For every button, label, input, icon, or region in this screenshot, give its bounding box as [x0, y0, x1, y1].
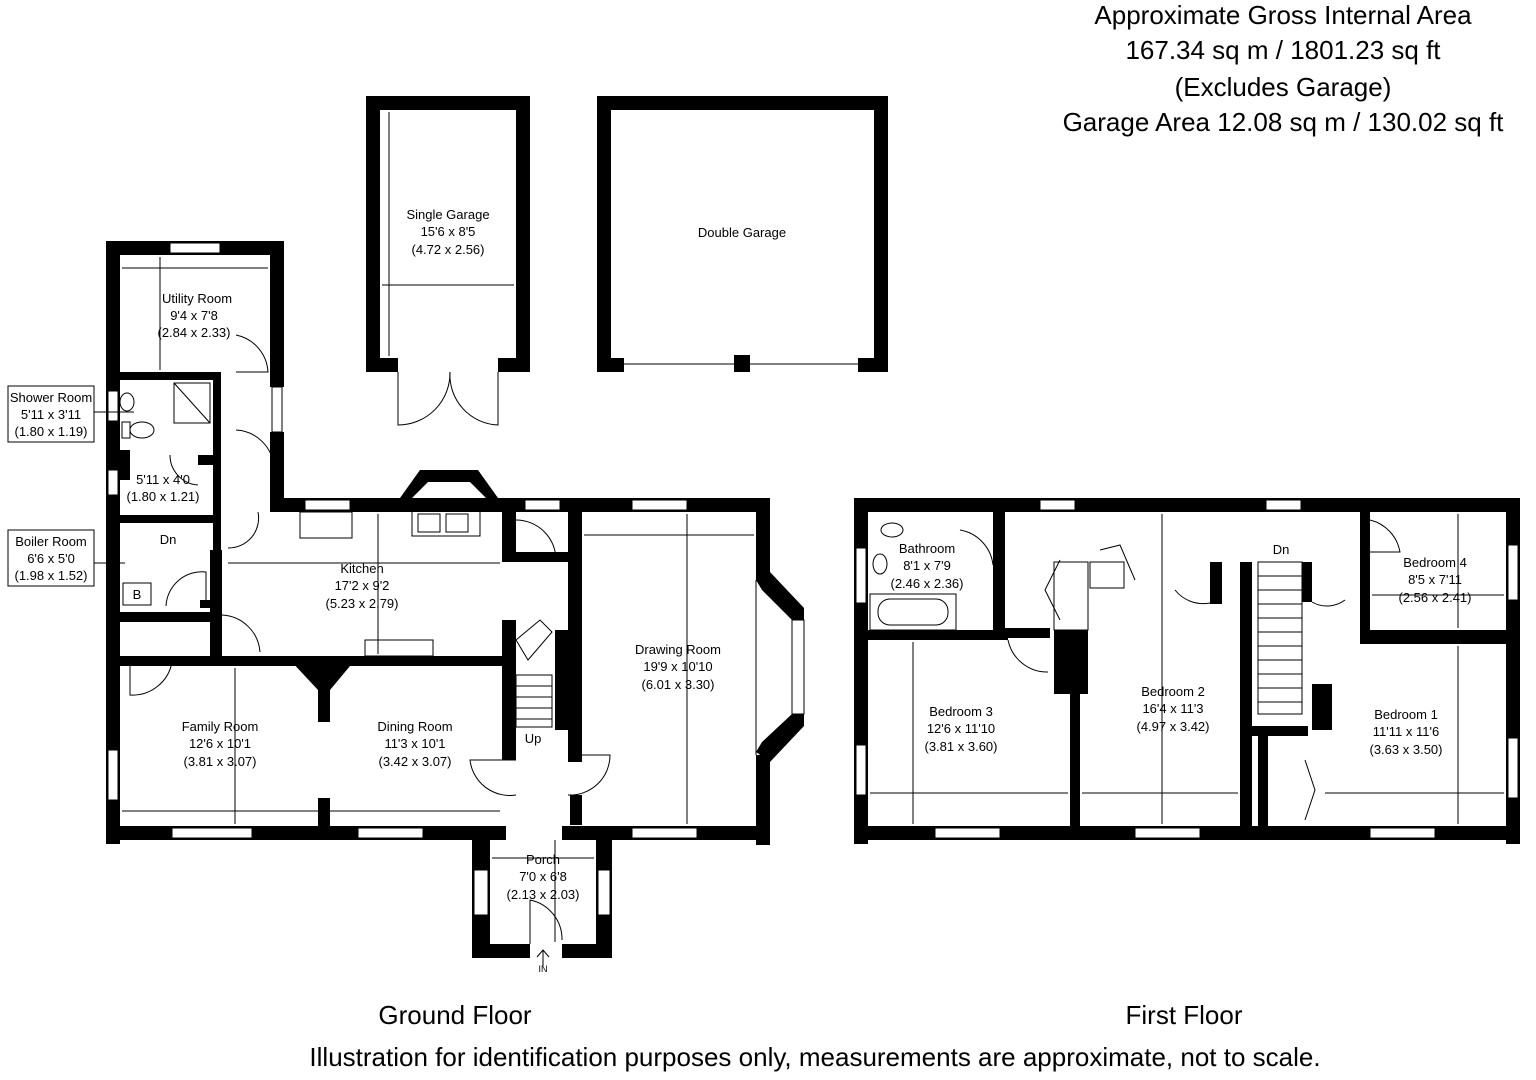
area-line-4: Garage Area 12.08 sq m / 130.02 sq ft	[1063, 107, 1505, 137]
shower-room-imperial: 5'11 x 3'11	[21, 407, 81, 422]
bedroom-4-metric: (2.56 x 2.41)	[1399, 590, 1472, 605]
double-garage	[597, 96, 888, 372]
disclaimer: Illustration for identification purposes…	[309, 1042, 1320, 1072]
drawing-room-name: Drawing Room	[635, 642, 721, 657]
stairs-up-label: Up	[525, 731, 542, 746]
family-room-imperial: 12'6 x 10'1	[189, 736, 251, 751]
kitchen-name: Kitchen	[340, 561, 383, 576]
utility-room-name: Utility Room	[162, 291, 232, 306]
single-garage-metric: (4.72 x 2.56)	[412, 242, 485, 257]
bathroom-imperial: 8'1 x 7'9	[903, 558, 951, 573]
boiler-label: B	[133, 587, 142, 602]
single-garage	[366, 96, 530, 426]
single-garage-imperial: 15'6 x 8'5	[421, 224, 476, 239]
stairs-down-label: Dn	[160, 532, 177, 547]
first-floor	[854, 498, 1520, 844]
family-room-name: Family Room	[182, 719, 259, 734]
lobby-imperial: 5'11 x 4'0	[136, 472, 190, 487]
bedroom-1-imperial: 11'11 x 11'6	[1373, 724, 1439, 739]
double-garage-name: Double Garage	[698, 225, 786, 240]
entrance-arrow-icon: IN	[536, 949, 550, 974]
bathroom-name: Bathroom	[899, 541, 955, 556]
area-line-2: 167.34 sq m / 1801.23 sq ft	[1125, 35, 1441, 65]
first-floor-title: First Floor	[1126, 1000, 1243, 1030]
bedroom-3-metric: (3.81 x 3.60)	[925, 739, 998, 754]
single-garage-name: Single Garage	[406, 207, 489, 222]
ground-floor-title: Ground Floor	[378, 1000, 532, 1030]
bedroom-4-imperial: 8'5 x 7'11	[1408, 572, 1462, 587]
bedroom-3-imperial: 12'6 x 11'10	[927, 721, 995, 736]
entrance-label: IN	[539, 964, 548, 974]
dining-room-imperial: 11'3 x 10'1	[384, 736, 445, 751]
shower-room-name: Shower Room	[10, 390, 92, 405]
bedroom-4-name: Bedroom 4	[1403, 555, 1467, 570]
drawing-room-imperial: 19'9 x 10'10	[643, 659, 712, 674]
bedroom-1-name: Bedroom 1	[1374, 707, 1438, 722]
ground-floor	[106, 241, 805, 958]
bedroom-2-name: Bedroom 2	[1141, 684, 1205, 699]
boiler-room-callout: Boiler Room 6'6 x 5'0 (1.98 x 1.52)	[7, 529, 125, 587]
bedroom-2-imperial: 16'4 x 11'3	[1142, 701, 1203, 716]
family-room-metric: (3.81 x 3.07)	[184, 754, 257, 769]
dining-room-metric: (3.42 x 3.07)	[379, 754, 452, 769]
area-line-3: (Excludes Garage)	[1175, 72, 1392, 102]
room-labels: Single Garage 15'6 x 8'5 (4.72 x 2.56) D…	[127, 207, 1472, 902]
bedroom-3-name: Bedroom 3	[929, 704, 993, 719]
utility-room-metric: (2.84 x 2.33)	[158, 325, 231, 340]
bedroom-1-metric: (3.63 x 3.50)	[1370, 742, 1443, 757]
boiler-room-imperial: 6'6 x 5'0	[27, 551, 75, 566]
drawing-room-metric: (6.01 x 3.30)	[642, 677, 715, 692]
porch-imperial: 7'0 x 6'8	[519, 869, 567, 884]
first-floor-stairs-down-label: Dn	[1273, 542, 1290, 557]
porch-metric: (2.13 x 2.03)	[507, 887, 580, 902]
area-summary: Approximate Gross Internal Area 167.34 s…	[1063, 0, 1505, 137]
boiler-room-name: Boiler Room	[15, 534, 87, 549]
bedroom-2-metric: (4.97 x 3.42)	[1137, 719, 1210, 734]
utility-room-imperial: 9'4 x 7'8	[170, 308, 218, 323]
dimension-arrows	[122, 257, 1504, 942]
bathroom-metric: (2.46 x 2.36)	[891, 576, 964, 591]
kitchen-imperial: 17'2 x 9'2	[335, 578, 390, 593]
lobby-metric: (1.80 x 1.21)	[127, 489, 200, 504]
shower-room-metric: (1.80 x 1.19)	[15, 424, 88, 439]
shower-room-callout: Shower Room 5'11 x 3'11 (1.80 x 1.19)	[7, 385, 134, 443]
porch-name: Porch	[526, 852, 560, 867]
area-line-1: Approximate Gross Internal Area	[1094, 0, 1472, 30]
kitchen-metric: (5.23 x 2.79)	[326, 596, 399, 611]
boiler-room-metric: (1.98 x 1.52)	[15, 568, 88, 583]
dining-room-name: Dining Room	[377, 719, 452, 734]
